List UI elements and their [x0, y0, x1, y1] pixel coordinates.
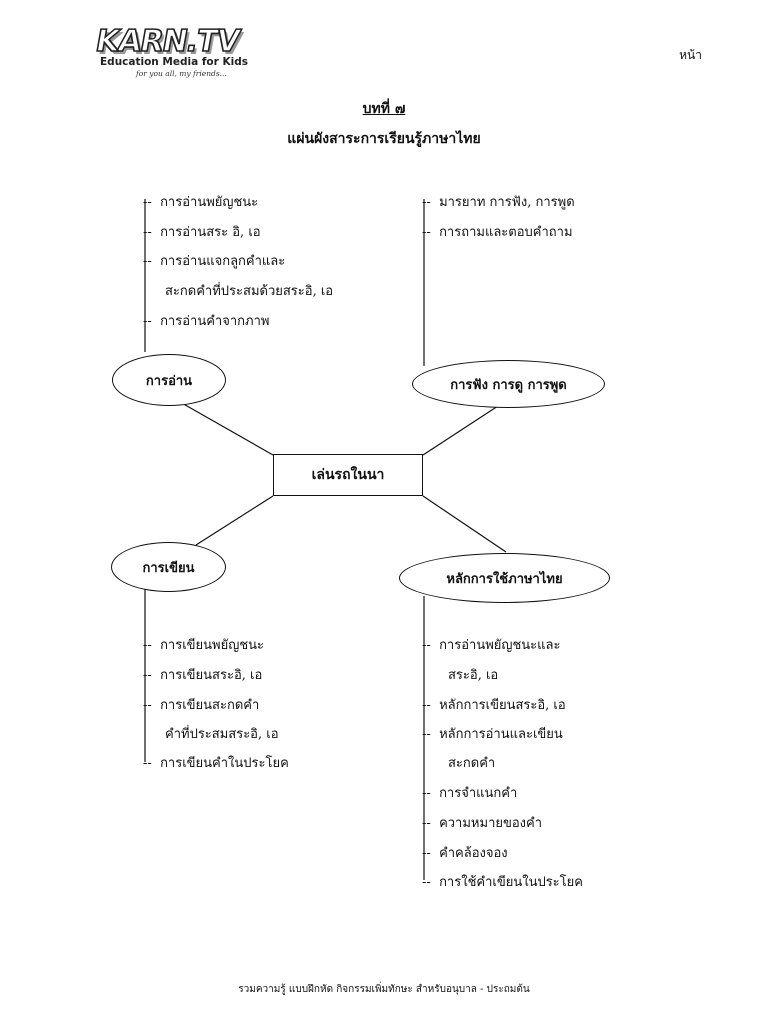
reading-ellipse: การอ่าน: [112, 354, 226, 406]
listening-ellipse: การฟัง การดู การพูด: [412, 360, 605, 408]
list-item: -- การอ่านคำจากภาพ: [143, 314, 270, 329]
list-item: -- การใช้คำเขียนในประโยค: [422, 875, 583, 890]
logo-brand: KARN.TV: [92, 23, 243, 60]
list-item: คำที่ประสมสระอิ, เอ: [165, 727, 279, 742]
list-item: สะกดคำที่ประสมด้วยสระอิ, เอ: [165, 284, 334, 299]
logo-tagline: for you all, my friends...: [136, 69, 227, 78]
list-item: -- การอ่านพยัญชนะ: [143, 195, 259, 210]
list-item: -- การเขียนคำในประโยค: [143, 756, 289, 771]
list-item: -- การเขียนสะกดคำ: [143, 698, 260, 713]
center-topic-box: เล่นรถในนา: [273, 454, 423, 496]
page-footer: รวมความรู้ แบบฝึกหัด กิจกรรมเพิ่มทักษะ ส…: [238, 984, 530, 995]
karn-tv-logo: KARN.TV Education Media for Kids for you…: [92, 23, 248, 84]
list-item: -- คำคล้องจอง: [422, 846, 508, 861]
list-item: สะกดคำ: [448, 756, 496, 771]
logo-subtitle: Education Media for Kids: [100, 56, 248, 68]
principles-ellipse: หลักการใช้ภาษาไทย: [399, 553, 610, 603]
writing-ellipse: การเขียน: [111, 542, 226, 592]
list-item: -- การอ่านแจกลูกคำและ: [143, 254, 286, 269]
lesson-title: บทที่ ๗: [362, 101, 406, 117]
list-item: -- การอ่านพยัญชนะและ: [422, 638, 561, 653]
list-item: -- การเขียนสระอิ, เอ: [143, 668, 263, 683]
list-item: -- หลักการอ่านและเขียน: [422, 727, 563, 742]
list-item: -- หลักการเขียนสระอิ, เอ: [422, 698, 566, 713]
main-title: แผ่นผังสาระการเรียนรู้ภาษาไทย: [287, 131, 481, 147]
list-item: -- การจำแนกคำ: [422, 786, 518, 801]
list-item: -- ความหมายของคำ: [422, 816, 543, 831]
list-item: -- มารยาท การฟัง, การพูด: [422, 195, 575, 210]
list-item: -- การอ่านสระ อิ, เอ: [143, 225, 261, 240]
page-number-label: หน้า: [679, 48, 702, 62]
list-item: -- การถามและตอบคำถาม: [422, 225, 573, 240]
list-item: สระอิ, เอ: [448, 668, 499, 683]
list-item: -- การเขียนพยัญชนะ: [143, 638, 265, 653]
